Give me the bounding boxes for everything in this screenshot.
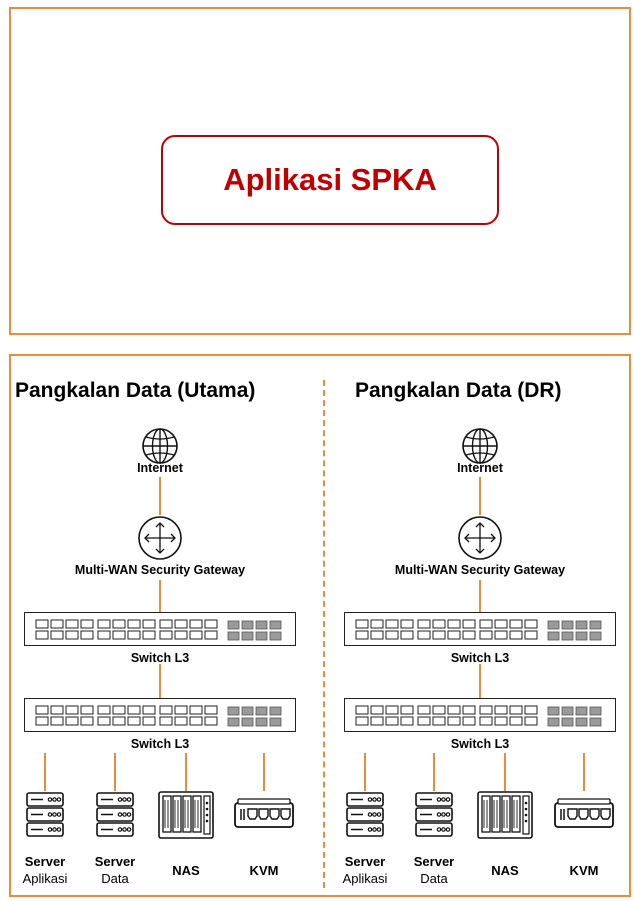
device-subtitle: Data [101,871,129,886]
nas-icon [158,791,214,844]
link-gateway-switch [159,580,161,612]
switch-l3-lower [344,698,616,732]
device-name: Server [24,854,66,869]
link-internet-gateway [159,477,161,515]
kvm-icon [234,795,294,836]
link-switch-device-1 [364,753,366,791]
gateway-label: Multi-WAN Security Gateway [74,563,246,577]
device-subtitle: Data [420,871,448,886]
device-label-3: NAS [172,862,199,879]
gateway-label: Multi-WAN Security Gateway [394,563,566,577]
switch-l3-upper [344,612,616,646]
device-name: Server [344,854,386,869]
column-title-dr: Pangkalan Data (DR) [355,379,562,402]
link-switch-switch [479,664,481,698]
device-name: KVM [569,863,599,878]
device-label-4: KVM [250,862,279,879]
device-subtitle: Aplikasi [22,871,68,886]
link-switch-device-2 [433,753,435,791]
link-switch-device-4 [583,753,585,791]
switch-l3-upper [24,612,296,646]
globe-icon [460,426,500,471]
application-box: Aplikasi SPKA [161,135,499,225]
link-internet-gateway [479,477,481,515]
server-icon [96,792,134,844]
switch-label-lower: Switch L3 [450,737,510,751]
application-title: Aplikasi SPKA [223,162,437,197]
device-label-3: NAS [491,862,518,879]
server-icon [26,792,64,844]
link-switch-device-3 [504,753,506,791]
link-switch-device-2 [114,753,116,791]
server-icon [415,792,453,844]
application-panel: Aplikasi SPKA [9,7,631,335]
nas-icon [477,791,533,844]
link-switch-switch [159,664,161,698]
link-gateway-switch [479,580,481,612]
link-switch-device-4 [263,753,265,791]
device-subtitle: Aplikasi [342,871,388,886]
device-name: NAS [491,863,519,878]
column-divider [323,380,325,888]
switch-label-lower: Switch L3 [130,737,190,751]
device-name: Server [94,854,136,869]
device-name: NAS [172,863,200,878]
router-icon [137,515,183,566]
kvm-icon [554,795,614,836]
internet-label: Internet [137,461,183,475]
internet-label: Internet [457,461,503,475]
switch-label-upper: Switch L3 [450,651,510,665]
server-icon [346,792,384,844]
device-name: KVM [249,863,279,878]
switch-label-upper: Switch L3 [130,651,190,665]
router-icon [457,515,503,566]
link-switch-device-3 [185,753,187,791]
globe-icon [140,426,180,471]
device-name: Server [413,854,455,869]
device-label-4: KVM [570,862,599,879]
switch-l3-lower [24,698,296,732]
column-title-utama: Pangkalan Data (Utama) [15,379,256,402]
link-switch-device-1 [44,753,46,791]
